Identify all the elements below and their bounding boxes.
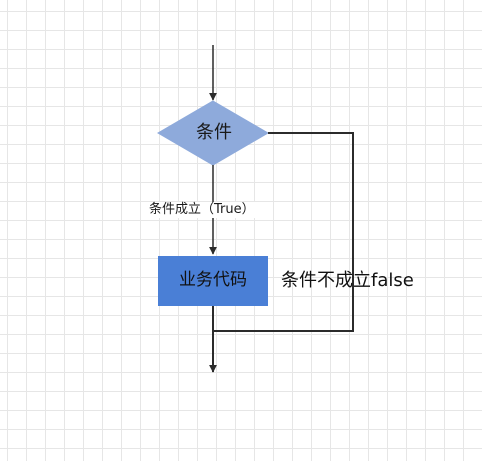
false-branch-label: 条件不成立false bbox=[281, 270, 414, 291]
process-box bbox=[158, 256, 268, 306]
process-label: 业务代码 bbox=[179, 270, 247, 290]
decision-label: 条件 bbox=[196, 122, 232, 143]
false-branch-line bbox=[213, 132, 354, 332]
true-branch-label: 条件成立（True） bbox=[148, 202, 256, 218]
